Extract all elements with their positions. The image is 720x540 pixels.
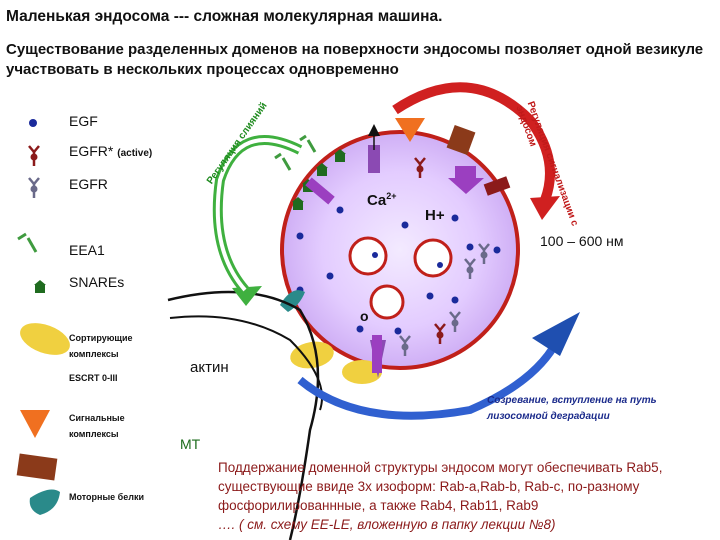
proton-pump-icon (448, 166, 484, 194)
footer-note: Поддержание доменной структуры эндосом м… (218, 458, 718, 534)
ca-label: Ca2+ (367, 191, 396, 209)
legend-sorting-line3: ESCRT 0-III (69, 373, 118, 383)
slide-subtitle: Существование разделенных доменов на пов… (6, 41, 704, 78)
sorting-complex-icon (290, 341, 334, 369)
footer-note-line2: …. ( см. схему EE-LE, вложенную в папку … (218, 517, 556, 532)
snare-legend-icon (34, 280, 46, 293)
motor-protein-icon (446, 124, 476, 156)
eea1-legend-icon (17, 232, 38, 253)
maturation-label: Созревание, вступление на путь лизосомно… (487, 395, 657, 422)
motor-teal-legend-icon (29, 489, 60, 515)
intraluminal-vesicle (348, 236, 388, 276)
legend-sorting: Сортирующие комплексы ESCRT 0-III (69, 330, 133, 386)
legend-signal: Сигнальные комплексы (69, 410, 125, 442)
legend-egfr-active-main: EGFR* (69, 143, 114, 159)
footer-note-line1: Поддержание доменной структуры эндосом м… (218, 460, 663, 513)
eea1-icon (274, 134, 317, 171)
egfr-legend-icon (27, 176, 41, 200)
o-label: o (360, 308, 369, 324)
endosome-lumen (282, 132, 518, 368)
motor-protein-icon (280, 290, 305, 312)
intraluminal-vesicle (413, 238, 453, 278)
sorting-legend-icon (20, 323, 70, 355)
legend-signal-line1: Сигнальные (69, 413, 125, 423)
maturation-arrow (297, 333, 564, 420)
legend-eea1: EEA1 (69, 242, 105, 258)
ca-text: Ca (367, 192, 387, 209)
ca-channel (368, 124, 380, 173)
signal-regulation-arrow (392, 82, 555, 202)
endosome-membrane (280, 130, 520, 370)
legend-egfr-active: EGFR* (active) (69, 143, 152, 159)
signaling-complex-icon (395, 118, 425, 142)
ca-superscript: 2+ (386, 191, 397, 201)
signal-legend-icon (20, 410, 50, 438)
slide-title: Маленькая эндосома --- сложная молекуляр… (6, 8, 443, 25)
legend-motor: Моторные белки (69, 492, 145, 502)
microtubule-label: МТ (180, 436, 201, 452)
actin-filament (169, 315, 323, 411)
legend-egf: EGF (69, 113, 98, 129)
legend-snares: SNAREs (69, 274, 125, 290)
legend-sorting-line1: Сортирующие (69, 333, 133, 343)
egfr-active-legend-icon (27, 144, 41, 168)
egf-dots (296, 206, 501, 335)
intraluminal-vesicle (369, 284, 405, 320)
legend-egfr: EGFR (69, 176, 108, 192)
actin-label: актин (190, 359, 229, 376)
ion-channel (305, 177, 335, 205)
ion-channel (372, 335, 382, 373)
egf-legend-icon (29, 119, 37, 127)
size-label: 100 – 600 нм (540, 233, 624, 249)
h-plus-label: H+ (425, 207, 445, 224)
motor-legend-icon (16, 453, 58, 481)
signaling-receptor-icon (483, 176, 511, 196)
legend-sorting-line2: комплексы (69, 349, 119, 359)
legend-egfr-active-sub: (active) (117, 148, 153, 159)
legend-signal-line2: комплексы (69, 429, 119, 439)
